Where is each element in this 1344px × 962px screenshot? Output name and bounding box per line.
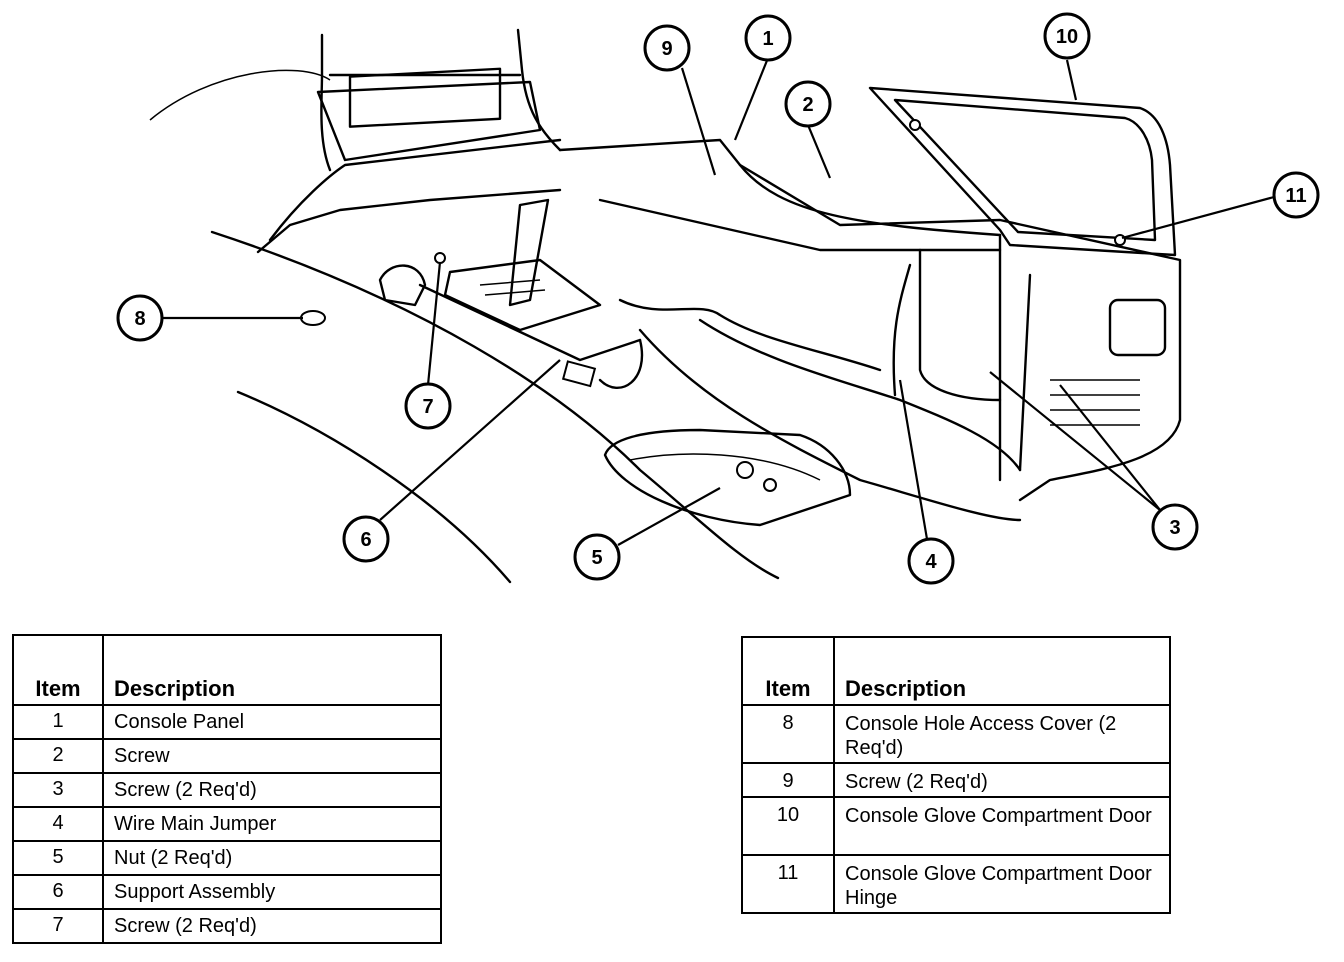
callout-6: 6 (342, 515, 390, 563)
glove-compartment-door (868, 86, 1177, 257)
item-description: Screw (2 Req'd) (833, 762, 1171, 798)
callout-5: 5 (573, 533, 621, 581)
wire-harness (598, 263, 912, 397)
item-description: Screw (2 Req'd) (102, 908, 442, 944)
callout-5-label: 5 (591, 547, 602, 569)
callout-2: 2 (784, 80, 832, 128)
item-description: Screw (102, 738, 442, 774)
item-description: Nut (2 Req'd) (102, 840, 442, 876)
legend-header-row: Item Description (12, 634, 442, 706)
floor-bracket (603, 428, 852, 527)
table-row: 6 Support Assembly (12, 874, 442, 910)
callout-3: 3 (1151, 503, 1199, 551)
item-description: Screw (2 Req'd) (102, 772, 442, 808)
item-number: 5 (12, 840, 104, 876)
item-description: Console Hole Access Cover (2 Req'd) (833, 704, 1171, 764)
callout-11: 11 (1272, 171, 1320, 219)
item-number: 1 (12, 704, 104, 740)
callout-6-label: 6 (360, 529, 371, 551)
table-row: 5 Nut (2 Req'd) (12, 840, 442, 876)
item-number: 8 (741, 704, 835, 764)
callout-1: 1 (744, 14, 792, 62)
item-number: 11 (741, 854, 835, 914)
table-row: 11 Console Glove Compartment Door Hinge (741, 854, 1171, 914)
callout-4-label: 4 (925, 551, 937, 573)
item-number: 4 (12, 806, 104, 842)
console-exploded-diagram: 1 2 3 4 5 6 7 8 9 10 11 (116, 12, 1320, 585)
item-number: 2 (12, 738, 104, 774)
callout-2-label: 2 (802, 94, 813, 116)
console-body (558, 138, 1182, 522)
callout-9-label: 9 (661, 38, 672, 60)
item-number: 6 (12, 874, 104, 910)
floor-contours (149, 69, 780, 584)
description-header: Description (833, 636, 1171, 706)
description-header: Description (102, 634, 442, 706)
callout-1-label: 1 (762, 28, 773, 50)
callout-10: 10 (1043, 12, 1091, 60)
item-header: Item (741, 636, 835, 706)
item-number: 7 (12, 908, 104, 944)
callout-7-label: 7 (422, 396, 433, 418)
item-header: Item (12, 634, 104, 706)
callout-11-label: 11 (1285, 185, 1306, 207)
item-description: Wire Main Jumper (102, 806, 442, 842)
table-row: 2 Screw (12, 738, 442, 774)
item-number: 9 (741, 762, 835, 798)
item-number: 10 (741, 796, 835, 856)
callout-7: 7 (404, 382, 452, 430)
callout-8-label: 8 (134, 308, 145, 330)
callout-10-label: 10 (1056, 26, 1078, 48)
instrument-panel (256, 28, 562, 254)
callout-4: 4 (907, 537, 955, 585)
item-description: Console Glove Compartment Door Hinge (833, 854, 1171, 914)
leader-lines (162, 57, 1275, 546)
table-row: 9 Screw (2 Req'd) (741, 762, 1171, 798)
callout-3-label: 3 (1169, 517, 1180, 539)
callout-9: 9 (643, 24, 691, 72)
parts-legend-left: Item Description 1 Console Panel 2 Screw… (12, 634, 442, 944)
callout-8: 8 (116, 294, 164, 342)
table-row: 4 Wire Main Jumper (12, 806, 442, 842)
table-row: 8 Console Hole Access Cover (2 Req'd) (741, 704, 1171, 764)
item-number: 3 (12, 772, 104, 808)
item-description: Support Assembly (102, 874, 442, 910)
table-row: 7 Screw (2 Req'd) (12, 908, 442, 944)
table-row: 10 Console Glove Compartment Door (741, 796, 1171, 856)
table-row: 1 Console Panel (12, 704, 442, 740)
parts-legend-right: Item Description 8 Console Hole Access C… (741, 636, 1171, 914)
item-description: Console Glove Compartment Door (833, 796, 1171, 856)
table-row: 3 Screw (2 Req'd) (12, 772, 442, 808)
legend-header-row: Item Description (741, 636, 1171, 706)
access-hole-cover (300, 264, 427, 326)
shifter-support (418, 198, 642, 388)
item-description: Console Panel (102, 704, 442, 740)
